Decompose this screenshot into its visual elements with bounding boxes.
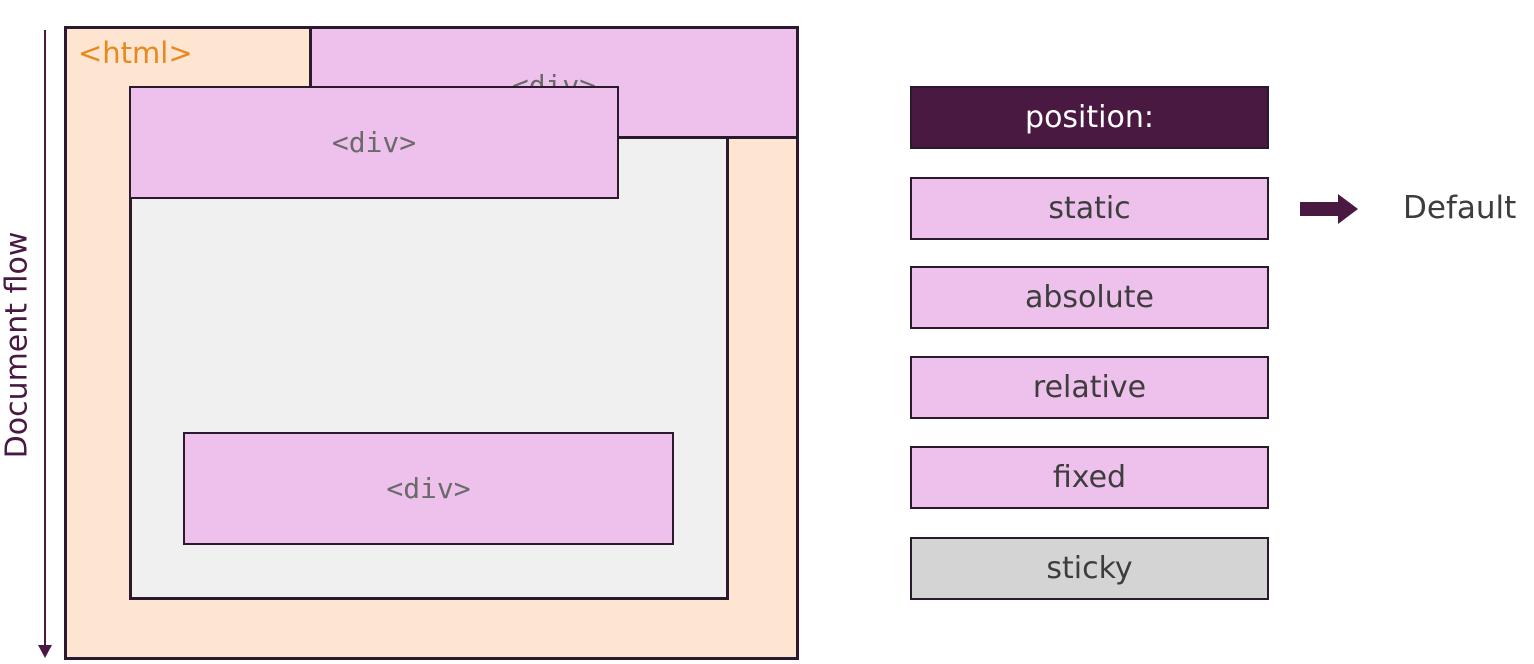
position-relative: relative — [910, 356, 1269, 419]
html-element-label: <html> — [78, 36, 193, 70]
default-label: Default — [1403, 190, 1517, 226]
position-absolute: absolute — [910, 266, 1269, 329]
right-arrow-icon — [1300, 194, 1358, 224]
div-box-bottom: <div> — [183, 432, 674, 545]
div-box-middle: <div> — [129, 86, 619, 199]
document-flow-arrow-icon — [38, 645, 52, 658]
document-flow-label: Document flow — [0, 231, 35, 459]
document-flow-line — [44, 30, 46, 650]
position-header: position: — [910, 86, 1269, 149]
position-static: static — [910, 177, 1269, 240]
position-fixed: fixed — [910, 446, 1269, 509]
position-sticky: sticky — [910, 537, 1269, 600]
